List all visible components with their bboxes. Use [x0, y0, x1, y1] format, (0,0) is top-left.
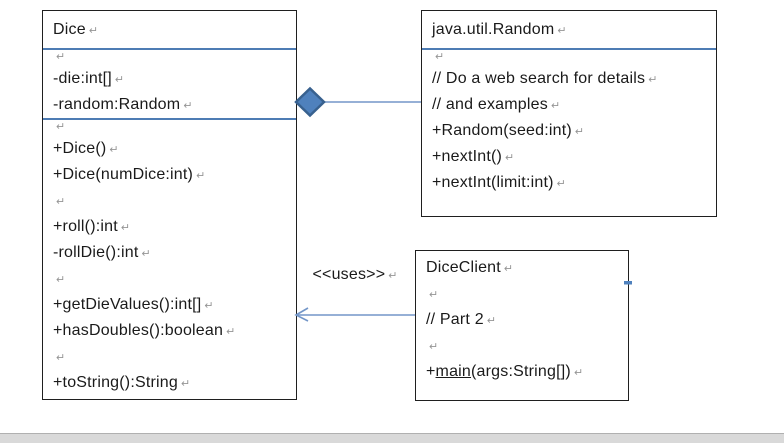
blank-line: ↵	[416, 281, 628, 307]
method-line: +roll():int↵	[43, 214, 296, 240]
blank-line: ↵	[43, 266, 296, 292]
dice-class-title: Dice	[53, 21, 86, 38]
attribute-line: -random:Random↵	[43, 92, 296, 118]
attribute-line: -die:int[]↵	[43, 66, 296, 92]
blank-line: ↵	[422, 50, 716, 66]
return-mark: ↵	[226, 326, 236, 338]
method-text: +nextInt()	[432, 148, 503, 165]
return-mark: ↵	[56, 352, 66, 364]
dice-class-title-row: Dice↵	[43, 11, 296, 48]
blank-line: ↵	[43, 344, 296, 370]
uses-open-arrowhead	[294, 307, 309, 322]
random-class-box[interactable]: java.util.Random↵ ↵ // Do a web search f…	[421, 10, 717, 217]
return-mark: ↵	[183, 100, 193, 112]
blank-line: ↵	[416, 333, 628, 359]
method-line: +Random(seed:int)↵	[422, 118, 716, 144]
return-mark: ↵	[109, 144, 119, 156]
comment-line: // and examples↵	[422, 92, 716, 118]
return-mark: ↵	[573, 367, 584, 379]
method-line: +nextInt()↵	[422, 144, 716, 170]
random-class-title: java.util.Random	[432, 21, 555, 38]
dice-title-divider	[43, 48, 296, 50]
return-mark: ↵	[204, 300, 214, 312]
random-title-divider	[422, 48, 716, 50]
method-text: +Dice()	[53, 140, 107, 157]
return-mark: ↵	[56, 121, 66, 133]
dice-attributes-section: ↵ -die:int[]↵ -random:Random↵	[43, 50, 296, 118]
return-mark: ↵	[180, 378, 191, 390]
return-mark: ↵	[503, 263, 514, 275]
method-line: +toString():String↵	[43, 370, 296, 396]
method-text: +roll():int	[53, 218, 118, 235]
comment-text: // and examples	[432, 96, 548, 113]
return-mark: ↵	[56, 196, 66, 208]
method-line: +Dice(numDice:int)↵	[43, 162, 296, 188]
method-text: +hasDoubles():boolean	[53, 322, 224, 339]
return-mark: ↵	[56, 274, 66, 286]
return-mark: ↵	[429, 289, 439, 301]
aggregation-diamond[interactable]	[294, 86, 326, 118]
return-mark: ↵	[556, 178, 566, 190]
return-mark: ↵	[141, 248, 151, 260]
method-line: +Dice()↵	[43, 136, 296, 162]
return-mark: ↵	[88, 25, 99, 37]
uses-relationship-label: <<uses>>↵	[300, 266, 410, 284]
dice-methods-section: ↵ +Dice()↵ +Dice(numDice:int)↵ ↵ +roll()…	[43, 120, 296, 396]
return-mark: ↵	[114, 74, 125, 86]
method-text: +toString():String	[53, 374, 178, 391]
uses-label-text: <<uses>>	[312, 266, 386, 283]
random-body-section: ↵ // Do a web search for details↵ // and…	[422, 50, 716, 196]
method-line: +hasDoubles():boolean↵	[43, 318, 296, 344]
comment-line: // Do a web search for details↵	[422, 66, 716, 92]
blank-line: ↵	[43, 50, 296, 66]
main-method-name: main	[435, 363, 472, 380]
dice-class-box[interactable]: Dice↵ ↵ -die:int[]↵ -random:Random↵ ↵ +D…	[42, 10, 297, 400]
method-text: +Dice(numDice:int)	[53, 166, 194, 183]
dice-client-title: DiceClient	[426, 259, 501, 276]
blank-line: ↵	[43, 120, 296, 136]
attribute-text: -die:int[]	[53, 70, 112, 87]
dice-attributes-divider	[43, 118, 296, 120]
comment-text: // Part 2	[426, 311, 484, 328]
method-line: +nextInt(limit:int)↵	[422, 170, 716, 196]
return-mark: ↵	[505, 152, 515, 164]
method-text: +Random(seed:int)	[432, 122, 572, 139]
main-method-line: +main(args:String[])↵	[416, 359, 628, 385]
return-mark: ↵	[486, 315, 497, 327]
method-text: -rollDie():int	[53, 244, 139, 261]
method-text: +getDieValues():int[]	[53, 296, 202, 313]
return-mark: ↵	[435, 51, 445, 63]
return-mark: ↵	[574, 126, 585, 138]
dice-client-title-row: DiceClient↵	[416, 255, 628, 281]
main-args: (args:String[])	[471, 363, 571, 380]
method-line: +getDieValues():int[]↵	[43, 292, 296, 318]
main-prefix: +	[426, 363, 436, 380]
dice-client-class-box[interactable]: DiceClient↵ ↵ // Part 2↵ ↵ +main(args:St…	[415, 250, 629, 401]
return-mark: ↵	[388, 270, 398, 282]
method-text: +nextInt(limit:int)	[432, 174, 554, 191]
method-line: -rollDie():int↵	[43, 240, 296, 266]
comment-text: // Do a web search for details	[432, 70, 646, 87]
blank-line: ↵	[43, 188, 296, 214]
return-mark: ↵	[550, 100, 561, 112]
comment-line: // Part 2↵	[416, 307, 628, 333]
return-mark: ↵	[557, 25, 567, 37]
return-mark: ↵	[648, 74, 658, 86]
return-mark: ↵	[429, 341, 439, 353]
document-bottom-bar	[0, 433, 784, 443]
random-class-title-row: java.util.Random↵	[422, 11, 716, 48]
attribute-text: -random:Random	[53, 96, 181, 113]
return-mark: ↵	[120, 222, 131, 234]
return-mark: ↵	[56, 51, 66, 63]
return-mark: ↵	[196, 170, 206, 182]
